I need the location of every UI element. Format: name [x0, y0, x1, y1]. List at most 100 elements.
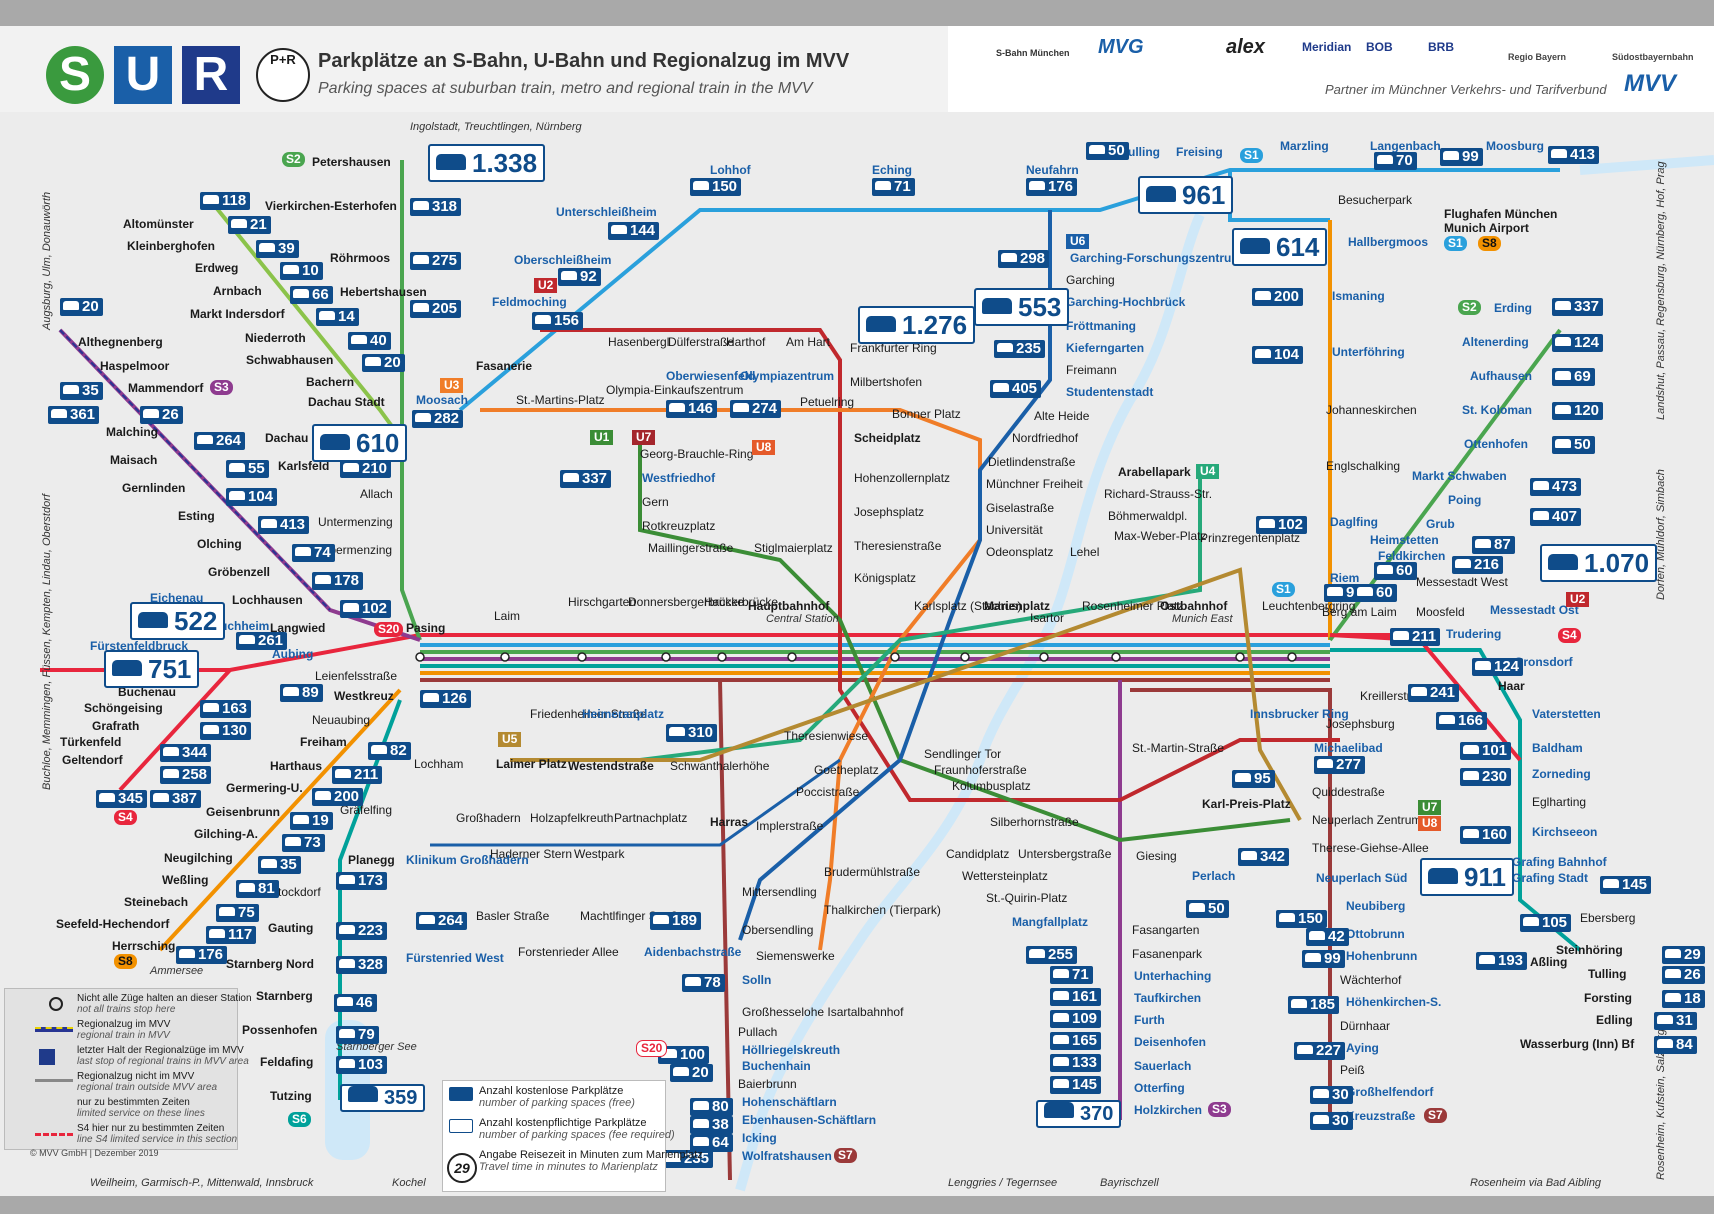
station-aufhausen: Aufhausen	[1470, 369, 1532, 383]
parking-count-box: 282	[412, 410, 464, 428]
parking-count-box: 361	[48, 406, 100, 424]
car-icon	[685, 977, 701, 986]
car-icon	[209, 929, 225, 938]
parking-count: 264	[216, 432, 242, 449]
parking-count: 241	[1430, 684, 1456, 701]
station-buchenhain: Buchenhain	[742, 1059, 811, 1073]
station-solln: Solln	[742, 973, 771, 987]
parking-count-box: 69	[1552, 368, 1595, 386]
parking-count-box: 26	[140, 406, 183, 424]
car-icon	[875, 181, 891, 190]
parking-count-box: 405	[990, 380, 1042, 398]
station-universitaet: Universität	[986, 523, 1043, 537]
parking-count: 230	[1482, 768, 1508, 785]
line-s4-geltendorf	[118, 668, 232, 792]
station-studentenstadt: Studentenstadt	[1066, 385, 1153, 399]
station-heimeranplatz: Heimeranplatz	[582, 707, 664, 721]
car-icon	[179, 949, 195, 958]
parking-count-box: 124	[1552, 334, 1604, 352]
car-icon	[1555, 439, 1571, 448]
car-icon	[1313, 1115, 1329, 1124]
bottom-bar	[0, 1196, 1714, 1214]
station-neubiberg: Neubiberg	[1346, 899, 1405, 913]
station-hackerbruecke: Hackerbrücke	[704, 595, 778, 609]
station-wettersteinplatz: Wettersteinplatz	[962, 869, 1048, 883]
parking-count: 78	[704, 974, 721, 991]
car-icon	[239, 635, 255, 644]
station-garching-hochbrueck: Garching-Hochbrück	[1066, 295, 1186, 309]
direction-bayrischzell: Bayrischzell	[1100, 1177, 1159, 1189]
station-oberwiesenfeld: Oberwiesenfeld	[666, 369, 755, 383]
parking-froettmaning-big: 1.276	[858, 306, 976, 344]
car-icon	[295, 547, 311, 556]
car-icon	[163, 769, 179, 778]
station-altenerding: Altenerding	[1462, 335, 1529, 349]
station-stiglmaierplatz: Stiglmaierplatz	[754, 541, 833, 555]
station-st-martins-platz: St.-Martins-Platz	[516, 393, 605, 407]
label-ammersee: Ammersee	[149, 965, 203, 977]
parking-count-box: 145	[1600, 876, 1652, 894]
station-lochhausen: Lochhausen	[232, 593, 303, 607]
station-karlsfeld: Karlsfeld	[278, 459, 329, 473]
parking-count-box: 70	[1374, 152, 1417, 170]
station-odeonsplatz: Odeonsplatz	[986, 545, 1053, 559]
parking-count: 20	[82, 298, 99, 315]
line-s7-wolfratshausen	[718, 679, 732, 1181]
station-dietlindenstrasse: Dietlindenstraße	[988, 455, 1076, 469]
line-u6-klinikum	[430, 758, 841, 847]
line-s1-freising	[458, 168, 1560, 412]
station-laim: Laim	[494, 609, 520, 623]
parking-neuperlach-sued-big: 911	[1420, 858, 1514, 896]
direction-rosenheim-aibling: Rosenheim via Bad Aibling	[1470, 1177, 1602, 1189]
car-icon	[163, 747, 179, 756]
station-taufkirchen: Taufkirchen	[1134, 991, 1201, 1005]
station-harthaus: Harthaus	[270, 759, 322, 773]
car-icon	[1241, 851, 1257, 860]
partner-brb: BRB	[1428, 40, 1454, 54]
parking-count-box: 145	[1050, 1076, 1102, 1094]
parking-count: 361	[70, 406, 96, 423]
parking-count-box: 264	[194, 432, 246, 450]
car-icon	[1533, 511, 1549, 520]
parking-count: 200	[334, 788, 360, 805]
car-icon	[1189, 903, 1205, 912]
badge-s20-south: S20	[636, 1040, 668, 1057]
parking-count: 38	[712, 1116, 729, 1133]
station-petershausen: Petershausen	[312, 155, 391, 169]
station-grafing-bahnhof: Grafing Bahnhof	[1512, 855, 1608, 869]
badge-u6-garching: U6	[1066, 234, 1090, 249]
car-icon	[339, 1059, 355, 1068]
station-brudermuehlstrasse: Brudermühlstraße	[824, 865, 920, 879]
parking-count: 210	[362, 460, 388, 477]
parking-count-box: 10	[280, 262, 323, 280]
car-icon	[1551, 149, 1567, 158]
car-icon	[315, 575, 331, 584]
parking-count: 185	[1310, 996, 1336, 1013]
car-icon	[413, 201, 429, 210]
badge-s1-airport: S1	[1444, 236, 1467, 251]
parking-count-box: 99	[1302, 950, 1345, 968]
car-icon	[1327, 587, 1343, 596]
station-aidenbachstrasse: Aidenbachstraße	[644, 945, 742, 959]
s-bahn-logo: S	[46, 46, 104, 104]
parking-count: 310	[688, 724, 714, 741]
parking-count-box: 124	[1472, 658, 1524, 676]
parking-count-box: 50	[1552, 436, 1595, 454]
station-neuaubing: Neuaubing	[312, 713, 370, 727]
station-untersbergstrasse: Untersbergstraße	[1018, 847, 1112, 861]
station-fasangarten: Fasangarten	[1132, 923, 1199, 937]
station-aubing: Aubing	[272, 647, 313, 661]
station-mangfallplatz: Mangfallplatz	[1012, 915, 1088, 929]
car-icon	[1029, 949, 1045, 958]
parking-count: 165	[1072, 1032, 1098, 1049]
station-poccistrasse: Poccistraße	[796, 785, 860, 799]
car-icon	[293, 289, 309, 298]
parking-count-box: 216	[1452, 556, 1504, 574]
car-icon	[1053, 1057, 1069, 1066]
station-candidplatz: Candidplatz	[946, 847, 1009, 861]
parking-garching-big: 553	[974, 288, 1070, 326]
car-icon	[153, 793, 169, 802]
station-fuerstenfeldbruck: Fürstenfeldbruck	[90, 639, 188, 653]
parking-count: 20	[384, 354, 401, 371]
